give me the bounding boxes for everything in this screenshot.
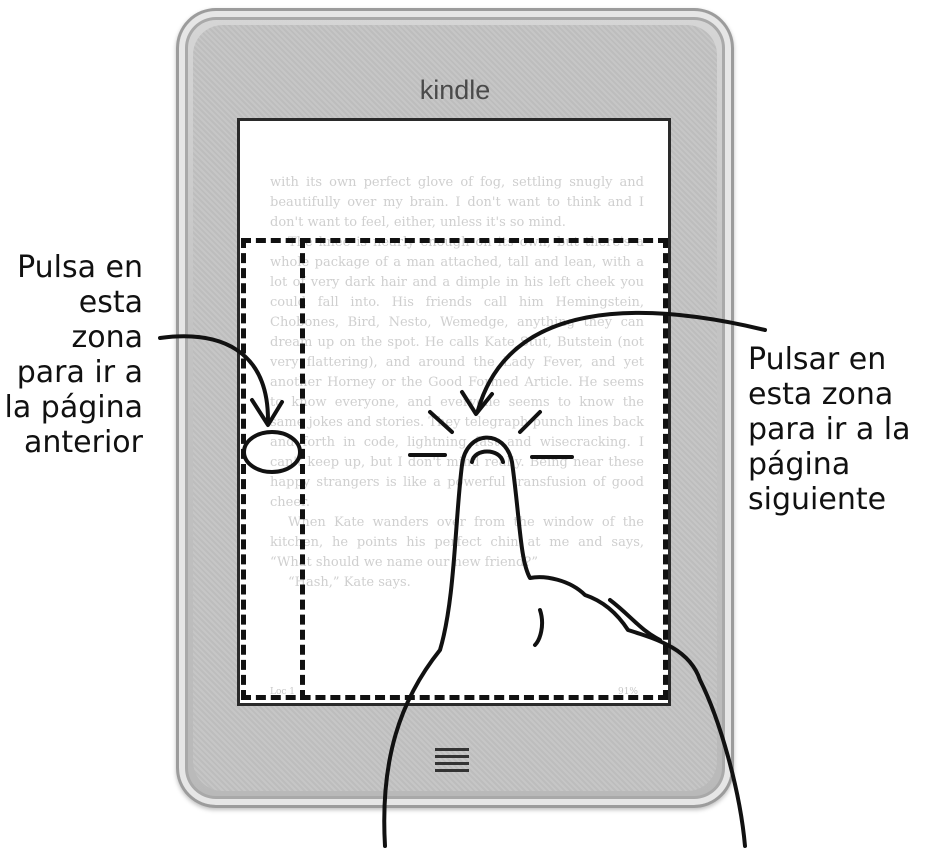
previous-page-tap-zone[interactable] (241, 238, 305, 700)
next-page-annotation: Pulsar en esta zona para ir a la página … (748, 342, 928, 517)
next-page-tap-zone[interactable] (241, 238, 668, 700)
home-menu-icon[interactable] (422, 738, 482, 782)
previous-page-annotation: Pulsa en esta zona para ir a la página a… (0, 250, 143, 460)
brand-logo: kindle (193, 75, 717, 106)
book-paragraph: with its own perfect glove of fog, settl… (270, 173, 644, 233)
